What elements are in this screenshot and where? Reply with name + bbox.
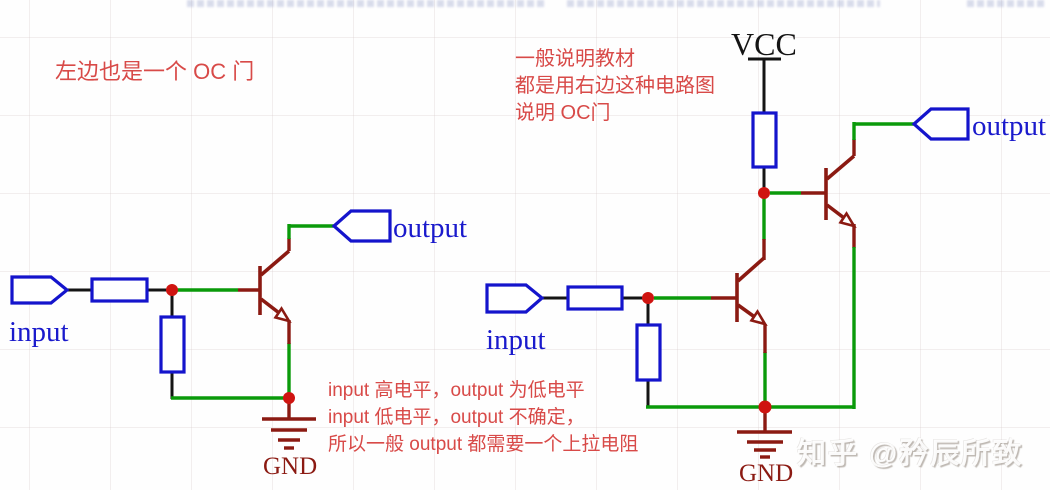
npn-transistor (735, 256, 768, 327)
output-label: output (393, 212, 467, 244)
annotation-line: input 低电平，output 不确定， (328, 407, 585, 428)
series-resistor (566, 285, 624, 311)
junction-dot (758, 400, 772, 414)
right-oc-gate-circuit: VCC (485, 26, 1046, 487)
input-label: input (486, 324, 546, 356)
cropped-top-text-artifact (187, 0, 547, 7)
pulldown-resistor (635, 323, 662, 382)
output-connector-flag (911, 107, 970, 141)
transistor-collector (259, 249, 291, 277)
emitter-arrow (273, 306, 292, 324)
vcc-symbol: VCC (731, 26, 797, 62)
zhihu-watermark: 知乎 @矜辰所致 (797, 438, 1024, 470)
gnd-label: GND (263, 453, 317, 480)
vcc-label: VCC (731, 26, 797, 62)
series-resistor (90, 277, 149, 303)
cropped-top-text-artifact (567, 0, 880, 7)
gnd-label: GND (739, 460, 793, 487)
npn-transistor (824, 154, 857, 229)
annotation-line: 都是用右边这种电路图 (515, 75, 715, 97)
annotation-line: 说明 OC门 (515, 102, 611, 124)
transistor-collector (736, 256, 766, 283)
transistor-collector (825, 154, 856, 181)
annotation-left-oc-gate: 左边也是一个 OC 门 (55, 59, 255, 84)
input-connector-flag (10, 275, 70, 305)
npn-transistor (258, 249, 292, 324)
junction-dot (758, 187, 770, 199)
output-connector-flag (331, 209, 392, 243)
emitter-arrow (749, 309, 768, 327)
annotation-bottom-behavior: input 高电平，output 为低电平 input 低电平，output 不… (328, 377, 638, 458)
emitter-arrow (838, 211, 857, 229)
annotation-line: 一般说明教材 (515, 48, 635, 70)
left-oc-gate-circuit: input output GND (9, 209, 467, 480)
input-connector-flag (485, 283, 545, 314)
junction-dot (283, 392, 295, 404)
junction-dot (166, 284, 178, 296)
annotation-line: input 高电平，output 为低电平 (328, 380, 585, 401)
output-label: output (972, 110, 1046, 142)
cropped-top-text-artifact (967, 0, 1045, 7)
pullup-resistor (751, 111, 778, 169)
annotation-line: 所以一般 output 都需要一个上拉电阻 (328, 434, 639, 455)
pulldown-resistor (159, 315, 186, 374)
gnd-symbol (737, 430, 792, 459)
annotation-right-textbook: 一般说明教材 都是用右边这种电路图 说明 OC门 (515, 46, 715, 127)
junction-dot (642, 292, 654, 304)
gnd-symbol (262, 417, 316, 450)
input-label: input (9, 316, 69, 348)
